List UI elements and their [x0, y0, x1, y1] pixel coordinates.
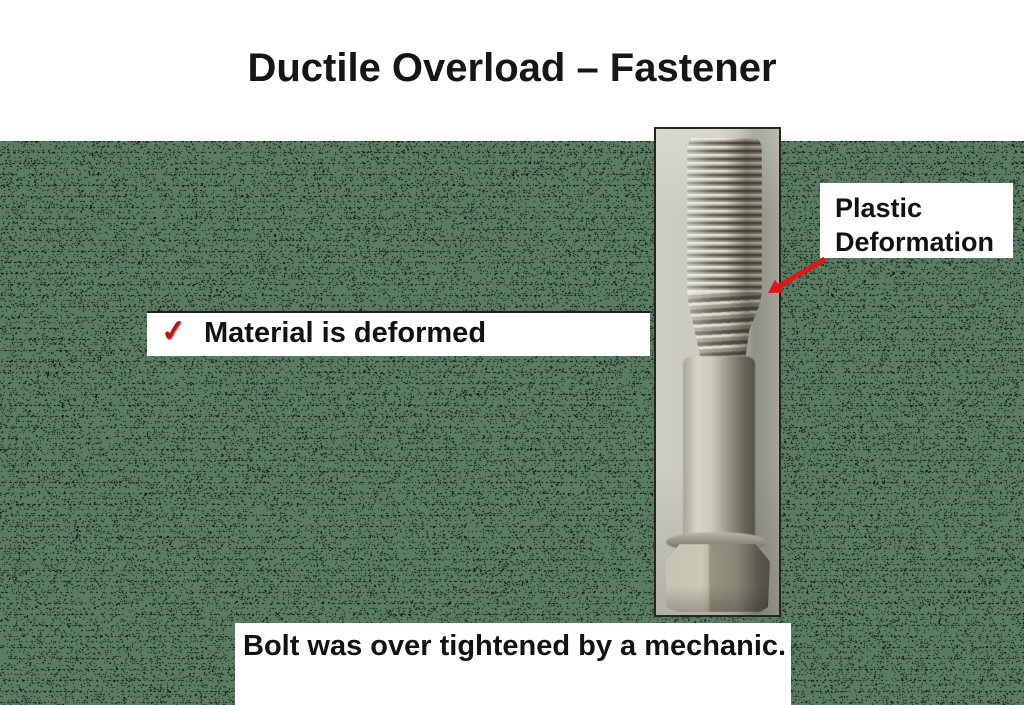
callout-line-2: Deformation	[835, 227, 995, 257]
bullet-box: ✓ Material is deformed	[147, 311, 650, 356]
page-title: Ductile Overload – Fastener	[247, 46, 777, 90]
bolt-photo	[654, 127, 781, 617]
check-icon: ✓	[159, 313, 188, 350]
caption-text: Bolt was over tightened by a mechanic.	[243, 630, 787, 662]
plastic-deformation-callout: Plastic Deformation	[820, 183, 1013, 258]
bullet-label: Material is deformed	[204, 317, 487, 349]
bolt-threads	[687, 138, 762, 292]
caption-box: Bolt was over tightened by a mechanic.	[235, 623, 791, 705]
bolt-hex-head	[665, 544, 770, 612]
callout-line-1: Plastic	[835, 193, 923, 223]
bolt-shank	[683, 356, 755, 544]
red-arrow-icon	[768, 256, 827, 293]
